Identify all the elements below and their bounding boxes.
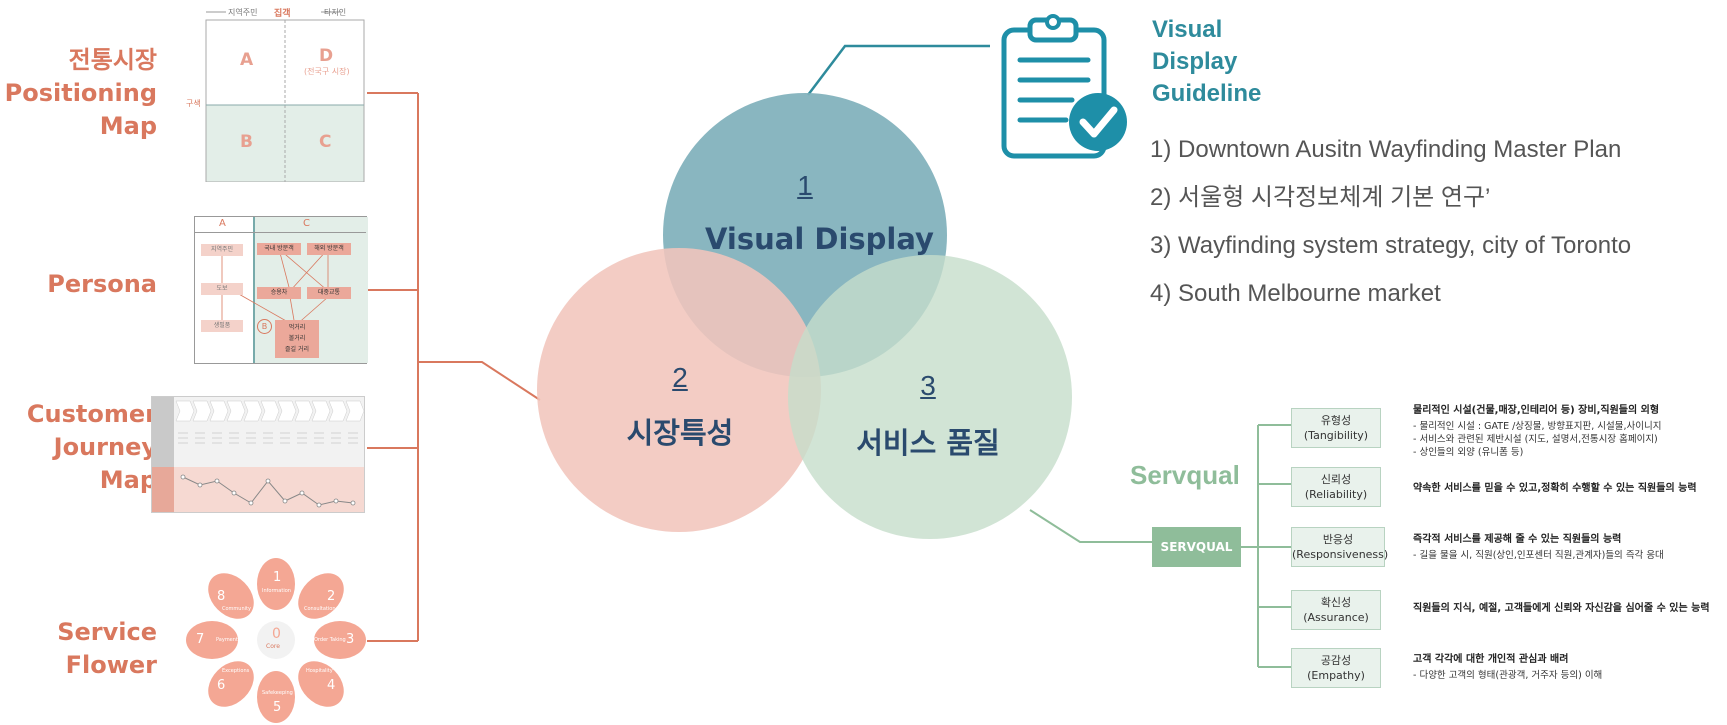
persona-center-item-2: 볼거리 [288, 335, 306, 342]
persona-c-item-1: 국내 방문객 [257, 243, 301, 255]
venn-2-number: 2 [672, 362, 688, 393]
pos-side: 구색 [186, 99, 201, 108]
venn-3-number: 3 [920, 370, 936, 401]
flower-petal-6: 6 [217, 678, 226, 693]
reference-list: 1) Downtown Ausitn Wayfinding Master Pla… [1150, 130, 1631, 322]
servqual-empathy-desc: 고객 각각에 대한 개인적 관심과 배려 - 다양한 고객의 형태(관광객, 거… [1413, 654, 1603, 681]
venn-circle-service [788, 255, 1072, 539]
clipboard-check-icon [1001, 14, 1127, 159]
servqual-responsiveness-box: 반응성(Responsiveness) [1291, 527, 1388, 567]
quadrant-a: A [240, 50, 254, 70]
visual-display-guideline-title: Visual Display Guideline [1152, 16, 1262, 107]
servqual-empathy-box: 공감성(Empathy) [1291, 648, 1381, 688]
flower-petal-5-text: Safekeeping [262, 690, 293, 696]
flower-petal-7: 7 [196, 632, 205, 647]
venn-1-label: Visual Display [705, 222, 934, 256]
label-persona: Persona [47, 270, 157, 298]
label-customer-journey-map: Customer Journey Map [26, 400, 157, 494]
pos-top-left: 지역주민 [228, 8, 258, 17]
persona-c-item-3: 승용차 [257, 287, 301, 299]
flower-petal-4-text: Hospitality [306, 668, 333, 674]
flower-petal-5: 5 [273, 700, 282, 715]
persona-col-a: A [219, 218, 226, 229]
persona-center-item-1: 먹거리 [288, 324, 306, 331]
label-service-flower: Service Flower [57, 618, 157, 679]
servqual-tangibility-box: 유형성(Tangibility) [1291, 408, 1381, 448]
flower-core-num: 0 [272, 626, 281, 642]
flower-core-label: Core [266, 643, 280, 650]
reference-item: 1) Downtown Ausitn Wayfinding Master Pla… [1150, 136, 1622, 163]
persona-thumbnail: A C 지역주민 도보 생필품 국내 방문객 해외 방문객 승용차 대중교통 B… [194, 216, 368, 364]
persona-c-item-2: 해외 방문객 [307, 243, 351, 255]
service-flower-thumbnail: 0 Core 1 2 3 4 5 6 7 8 Information Consu… [186, 558, 366, 723]
persona-col-c: C [303, 218, 310, 229]
flower-petal-1: 1 [273, 570, 282, 585]
persona-c-item-4: 대중교통 [307, 287, 351, 299]
venn-circle-market [537, 248, 821, 532]
persona-a-item-3: 생필품 [201, 320, 243, 332]
servqual-reliability-box: 신뢰성(Reliability) [1291, 467, 1381, 507]
customer-journey-map-thumbnail [151, 396, 365, 513]
flower-petal-7-text: Payment [216, 637, 238, 643]
venn-3-label: 서비스 품질 [856, 426, 1000, 460]
persona-a-item-2: 도보 [201, 283, 243, 295]
flower-petal-8-text: Community [222, 606, 251, 612]
flower-petal-2-text: Consultation [304, 606, 336, 612]
pos-top-right: 타지인 [324, 8, 347, 17]
servqual-label: Servqual [1130, 460, 1240, 490]
pos-top-center: 집객 [274, 9, 291, 19]
label-positioning-map: 전통시장 Positioning Map [4, 46, 157, 140]
persona-a-item-1: 지역주민 [201, 244, 243, 256]
reference-item: 2) 서울형 시각정보체계 기본 연구’ [1150, 184, 1491, 211]
quadrant-d: D [319, 46, 334, 66]
persona-b-badge: B [257, 319, 272, 334]
venn-1-number: 1 [797, 170, 813, 201]
reference-item: 4) South Melbourne market [1150, 280, 1441, 307]
reference-item: 3) Wayfinding system strategy, city of T… [1150, 232, 1632, 259]
flower-petal-3: 3 [346, 632, 355, 647]
persona-center-box: 먹거리 볼거리 즐길 거리 [275, 320, 319, 358]
quadrant-d-sub: (전국구 시장) [304, 67, 350, 76]
servqual-responsiveness-desc: 즉각적 서비스를 제공해 줄 수 있는 직원들의 능력 - 길을 물을 시, 직… [1413, 534, 1664, 561]
servqual-tangibility-desc: 물리적인 시설(건물,매장,인테리어 등) 장비,직원들의 외형 - 물리적인 … [1413, 405, 1662, 458]
quadrant-b: B [240, 132, 253, 152]
flower-petal-8: 8 [217, 589, 226, 604]
venn-2-label: 시장특성 [626, 416, 734, 450]
flower-petal-1-text: Information [262, 588, 291, 594]
servqual-reliability-desc: 약속한 서비스를 믿을 수 있고,정확히 수행할 수 있는 직원들의 능력 [1413, 483, 1697, 494]
flower-petal-3-text: Order Taking [314, 637, 346, 643]
venn-diagram [537, 93, 1072, 539]
flower-petal-6-text: Exceptions [222, 668, 250, 674]
persona-center-item-3: 즐길 거리 [285, 346, 309, 353]
flower-petal-4: 4 [327, 678, 336, 693]
flower-petal-2: 2 [327, 589, 336, 604]
servqual-box: SERVQUAL [1152, 527, 1241, 567]
servqual-assurance-box: 확신성(Assurance) [1291, 590, 1381, 630]
quadrant-c: C [319, 132, 332, 152]
servqual-assurance-desc: 직원들의 지식, 예절, 고객들에게 신뢰와 자신감을 심어줄 수 있는 능력 [1413, 603, 1710, 614]
positioning-map-thumbnail: 지역주민 집객 타지인 구색 A D (전국구 시장) B C [186, 4, 366, 182]
